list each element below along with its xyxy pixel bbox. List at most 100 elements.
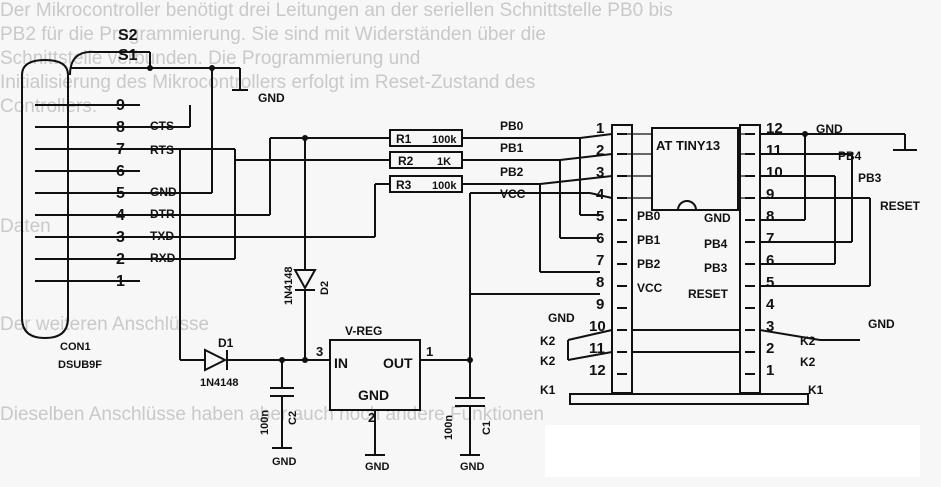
signal-wires	[462, 137, 600, 360]
gnd-label-c2: GND	[272, 456, 297, 468]
chip-pin-gnd: GND	[704, 211, 731, 225]
bg-line-12: Dieselben Anschlüsse haben aber auch noc…	[0, 404, 544, 425]
resistor-wiring	[140, 105, 390, 361]
r3-value: 100k	[432, 180, 457, 192]
d2-ref: D2	[319, 281, 331, 295]
k1-left-pin-6: 6	[596, 230, 604, 247]
k1-left-pin-3: 3	[596, 164, 604, 181]
net-pb3-right: PB3	[858, 171, 882, 185]
r2-ref: R2	[398, 154, 414, 168]
k1-right-pin-4: 4	[766, 296, 775, 313]
switch-s2-label: S2	[118, 27, 138, 44]
k1-left-pin-10: 10	[589, 318, 606, 335]
switch-s1-label: S1	[118, 47, 138, 64]
chip-pin-pb0: PB0	[637, 209, 661, 223]
vreg-pin2: 2	[368, 410, 375, 425]
attiny13-chip: AT TINY13	[651, 127, 739, 211]
k1-left-pin-1: 1	[596, 120, 604, 137]
white-box	[545, 425, 920, 477]
vreg-ref: V-REG	[345, 324, 382, 338]
k1-left-pin-5: 5	[596, 208, 604, 225]
c2-value: 100n	[259, 410, 271, 435]
net-pb4-right: PB4	[838, 149, 862, 163]
k1-right-pin-3: 3	[766, 318, 774, 335]
capacitor-c1: GND 100n C1	[443, 360, 493, 473]
chip-name: AT TINY13	[656, 138, 720, 153]
k1-left-pin-8: 8	[596, 274, 604, 291]
d2-value: 1N4148	[283, 266, 295, 305]
k1-label-left: K1	[540, 383, 556, 397]
gnd-label-vreg: GND	[365, 461, 390, 473]
k1-right-pin-9: 9	[766, 186, 774, 203]
k1-label-right: K1	[808, 383, 824, 397]
bg-line-11: Der weiteren Anschlüsse	[0, 314, 209, 335]
bg-line-1: Der Mikrocontroller benötigt drei Leitun…	[0, 0, 673, 21]
k2-label-left-2: K2	[540, 354, 556, 368]
k1-right-pin-1: 1	[766, 362, 774, 379]
pin-9-num: 9	[116, 97, 125, 114]
d1-ref: D1	[218, 336, 234, 350]
k1-right-pin-11: 11	[766, 142, 782, 159]
gnd-label-left: GND	[548, 311, 575, 325]
k1-right-pin-7: 7	[766, 230, 774, 247]
k2-label-right-1: K2	[800, 334, 816, 348]
pin-2-num: 2	[116, 251, 125, 268]
k1-right-pin-12: 12	[766, 120, 783, 137]
chip-pin-reset: RESET	[688, 287, 729, 301]
capacitor-c2: GND 100n C2	[259, 360, 299, 468]
bg-line-5: Controllers.	[0, 96, 97, 117]
k1-right-pin-2: 2	[766, 340, 774, 357]
pin-3-num: 3	[116, 229, 125, 246]
r1-value: 100k	[432, 134, 457, 146]
socket-wiring	[539, 133, 917, 361]
vreg-out: OUT	[383, 355, 413, 371]
c1-ref: C1	[481, 421, 493, 435]
voltage-regulator: V-REG IN OUT GND 3 1 2 GND	[310, 324, 473, 473]
vreg-gnd: GND	[358, 387, 389, 403]
chip-pin-wires	[627, 133, 745, 199]
pin-8-num: 8	[116, 119, 125, 136]
c2-ref: C2	[287, 411, 299, 425]
gnd-label-c1: GND	[460, 461, 485, 473]
k2-label-right-2: K2	[800, 355, 816, 369]
net-pb1: PB1	[500, 141, 524, 155]
connector-ref: CON1	[60, 341, 91, 353]
net-pb0: PB0	[500, 119, 524, 133]
k1-left-pin-7: 7	[596, 252, 604, 269]
pin-4-num: 4	[116, 207, 125, 224]
connector-type: DSUB9F	[58, 359, 102, 371]
k1-left-pin-2: 2	[596, 142, 604, 159]
k1-right-pin-10: 10	[766, 164, 783, 181]
k1-left-pin-12: 12	[589, 362, 606, 379]
r3-ref: R3	[396, 178, 412, 192]
k1-right-pin-6: 6	[766, 252, 774, 269]
net-reset-right: RESET	[880, 199, 921, 213]
pin-7-num: 7	[116, 141, 125, 158]
socket-k1-bar	[569, 393, 809, 405]
k1-left-pin-9: 9	[596, 296, 604, 313]
socket-k1-right: 12 11 10 9 8 7 6 5 4 3 2 1	[739, 120, 783, 394]
pin-5-num: 5	[116, 185, 125, 202]
bg-line-3: Schnittstelle verbunden. Die Programmier…	[0, 48, 420, 69]
pin-6-num: 6	[116, 163, 125, 180]
gnd-label-k2: GND	[868, 317, 895, 331]
resistors: R1 100k R2 1K R3 100k	[389, 129, 463, 193]
pin-1-num: 1	[116, 273, 125, 290]
k1-left-pin-11: 11	[589, 340, 605, 357]
d1-value: 1N4148	[200, 377, 239, 389]
k2-label-left-1: K2	[540, 334, 556, 348]
vreg-in: IN	[334, 355, 348, 371]
chip-pin-pb1: PB1	[637, 233, 661, 247]
chip-pin-pb2: PB2	[637, 257, 661, 271]
k1-right-pin-5: 5	[766, 274, 774, 291]
diode-d1: D1 1N4148	[200, 336, 310, 389]
r2-value: 1K	[437, 156, 451, 168]
k1-right-pin-8: 8	[766, 208, 774, 225]
r1-ref: R1	[396, 132, 412, 146]
bg-line-10: Daten	[0, 216, 51, 237]
bg-line-4: Initialisierung des Mikrocontrollers erf…	[0, 72, 535, 93]
net-pb2: PB2	[500, 165, 524, 179]
c1-value: 100n	[443, 415, 455, 440]
